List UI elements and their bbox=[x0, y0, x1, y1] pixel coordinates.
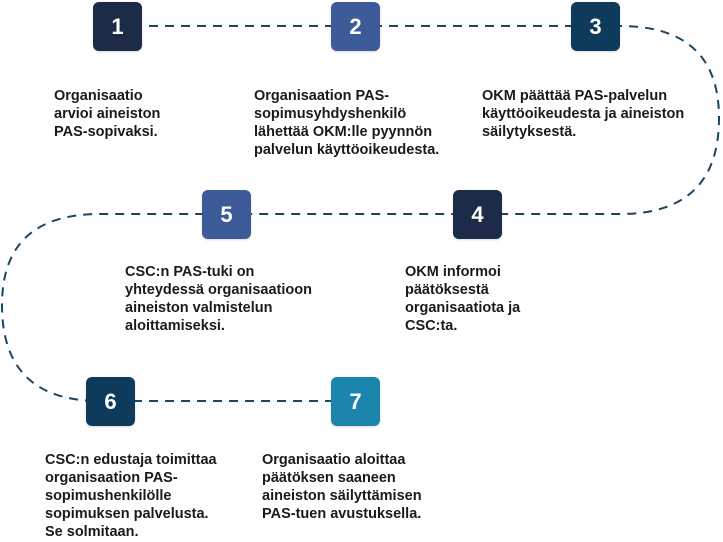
step-3-number-box: 3 bbox=[571, 2, 620, 51]
step-6-number-box: 6 bbox=[86, 377, 135, 426]
step-7-description: Organisaatio aloittaa päätöksen saaneen … bbox=[262, 452, 422, 522]
step-1-number: 1 bbox=[111, 13, 124, 39]
step-4-number: 4 bbox=[471, 201, 484, 227]
step-2-description: Organisaation PAS- sopimusyhdyshenkilö l… bbox=[254, 88, 440, 158]
step-5-number: 5 bbox=[220, 201, 233, 227]
step-3-number: 3 bbox=[589, 13, 602, 39]
step-6-description: CSC:n edustaja toimittaa organisaation P… bbox=[45, 452, 217, 540]
step-4-description: OKM informoi päätöksestä organisaatiota … bbox=[405, 264, 521, 334]
step-5-description: CSC:n PAS-tuki on yhteydessä organisaati… bbox=[125, 264, 312, 334]
step-5-number-box: 5 bbox=[202, 190, 251, 239]
step-7-number-box: 7 bbox=[331, 377, 380, 426]
step-2-number: 2 bbox=[349, 13, 362, 39]
step-1-description: Organisaatio arvioi aineiston PAS-sopiva… bbox=[54, 88, 161, 140]
step-1-number-box: 1 bbox=[93, 2, 142, 51]
step-6-number: 6 bbox=[104, 388, 117, 414]
step-7-number: 7 bbox=[349, 388, 362, 414]
step-3-description: OKM päättää PAS-palvelun käyttöoikeudest… bbox=[482, 88, 685, 140]
step-4-number-box: 4 bbox=[453, 190, 502, 239]
step-2-number-box: 2 bbox=[331, 2, 380, 51]
dashed-connector-line bbox=[0, 25, 721, 402]
